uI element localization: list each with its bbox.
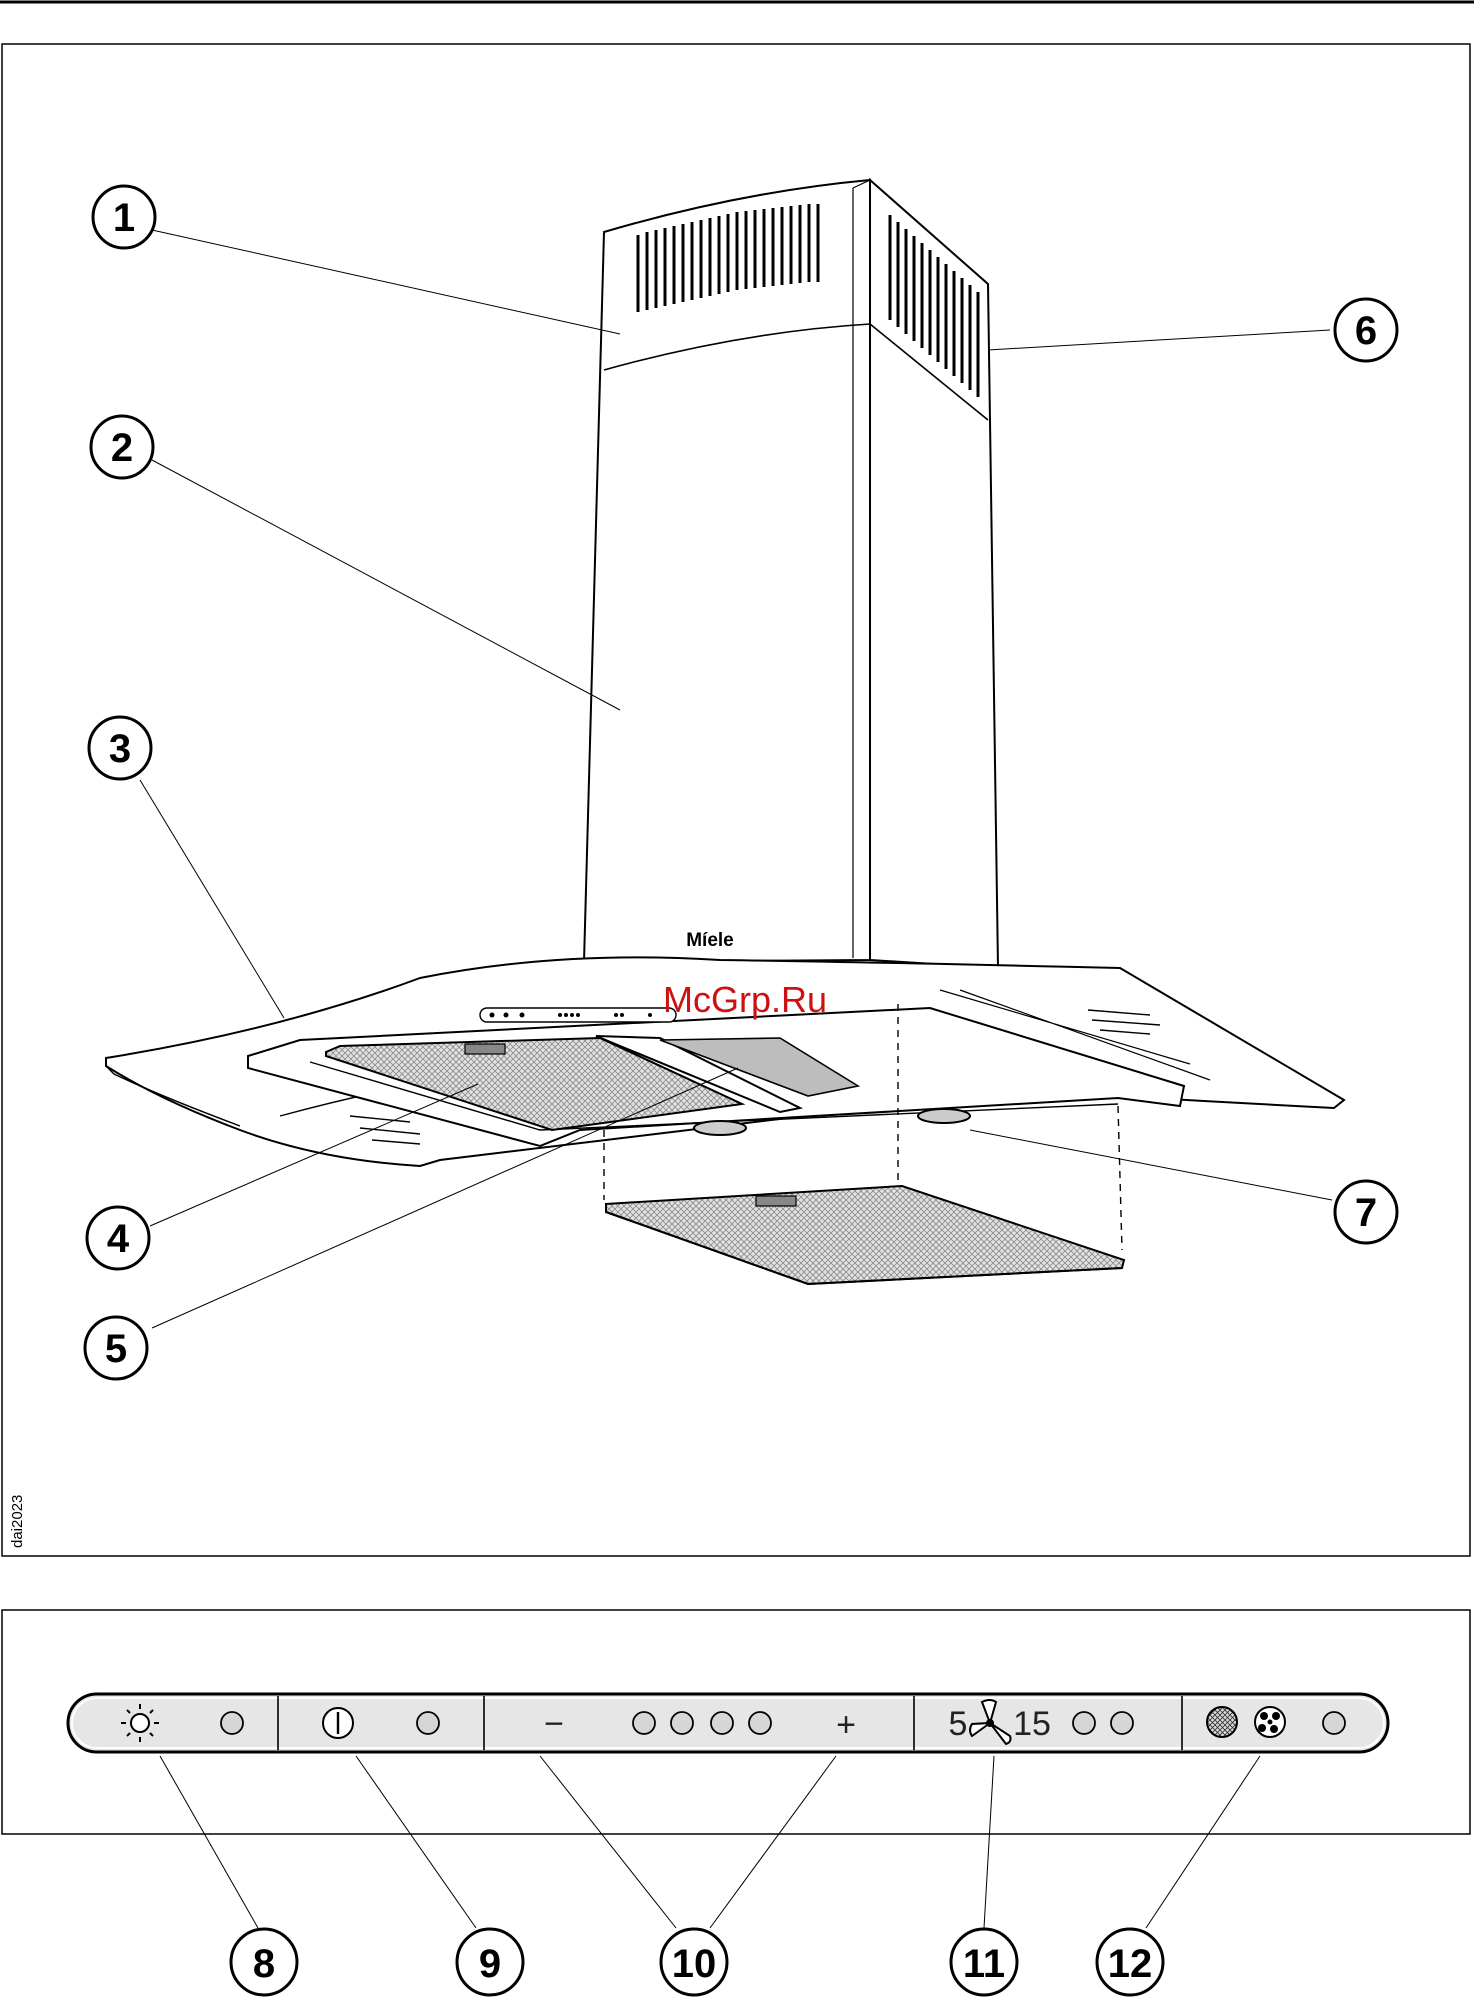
svg-text:1: 1 xyxy=(113,196,135,240)
lamp-left xyxy=(694,1121,746,1135)
svg-text:5: 5 xyxy=(105,1327,127,1371)
timer-5-label: 5 xyxy=(949,1705,968,1743)
power-indicator xyxy=(417,1712,439,1734)
light-indicator xyxy=(221,1712,243,1734)
svg-text:12: 12 xyxy=(1108,1942,1153,1986)
watermark: McGrp.Ru xyxy=(663,979,827,1020)
svg-text:6: 6 xyxy=(1355,309,1377,353)
power-icon xyxy=(323,1708,353,1738)
svg-text:10: 10 xyxy=(672,1942,717,1986)
callout-1: 1 xyxy=(93,186,155,248)
callout-6: 6 xyxy=(1335,299,1397,361)
callout-9: 9 xyxy=(457,1929,523,1995)
filter-indicator xyxy=(1323,1712,1345,1734)
brand-logo: Míele xyxy=(686,930,734,951)
svg-text:11: 11 xyxy=(963,1942,1005,1986)
speed-indicator-4 xyxy=(749,1712,771,1734)
timer-15-label: 15 xyxy=(1013,1705,1051,1743)
svg-text:3: 3 xyxy=(109,727,131,771)
callout-7: 7 xyxy=(1335,1181,1397,1243)
svg-text:2: 2 xyxy=(111,426,133,470)
callout-12: 12 xyxy=(1097,1929,1163,1995)
hood-controls-strip xyxy=(480,1008,676,1022)
svg-text:8: 8 xyxy=(253,1942,275,1986)
callout-11: 11 xyxy=(951,1929,1017,1995)
svg-text:9: 9 xyxy=(479,1942,501,1986)
speed-indicator-2 xyxy=(671,1712,693,1734)
callout-3: 3 xyxy=(89,717,151,779)
lamp-right xyxy=(918,1109,970,1123)
speed-indicator-1 xyxy=(633,1712,655,1734)
callout-5: 5 xyxy=(85,1317,147,1379)
speed-indicator-3 xyxy=(711,1712,733,1734)
timer-indicator-15 xyxy=(1111,1712,1133,1734)
charcoal-filter-icon xyxy=(1255,1707,1285,1737)
grease-filter-icon xyxy=(1207,1707,1237,1737)
plus-button[interactable]: + xyxy=(836,1706,856,1744)
callout-2: 2 xyxy=(91,416,153,478)
callout-4: 4 xyxy=(87,1207,149,1269)
minus-button[interactable]: − xyxy=(544,1705,564,1743)
panel-leader-lines xyxy=(160,1756,1260,1928)
callout-8: 8 xyxy=(231,1929,297,1995)
timer-indicator-5 xyxy=(1073,1712,1095,1734)
callout-10: 10 xyxy=(661,1929,727,1995)
grease-filter-removed xyxy=(606,1186,1124,1284)
svg-text:7: 7 xyxy=(1355,1191,1377,1235)
chimney-front xyxy=(584,180,870,962)
drawing-code: dai2023 xyxy=(9,1495,26,1548)
svg-text:4: 4 xyxy=(107,1217,130,1261)
